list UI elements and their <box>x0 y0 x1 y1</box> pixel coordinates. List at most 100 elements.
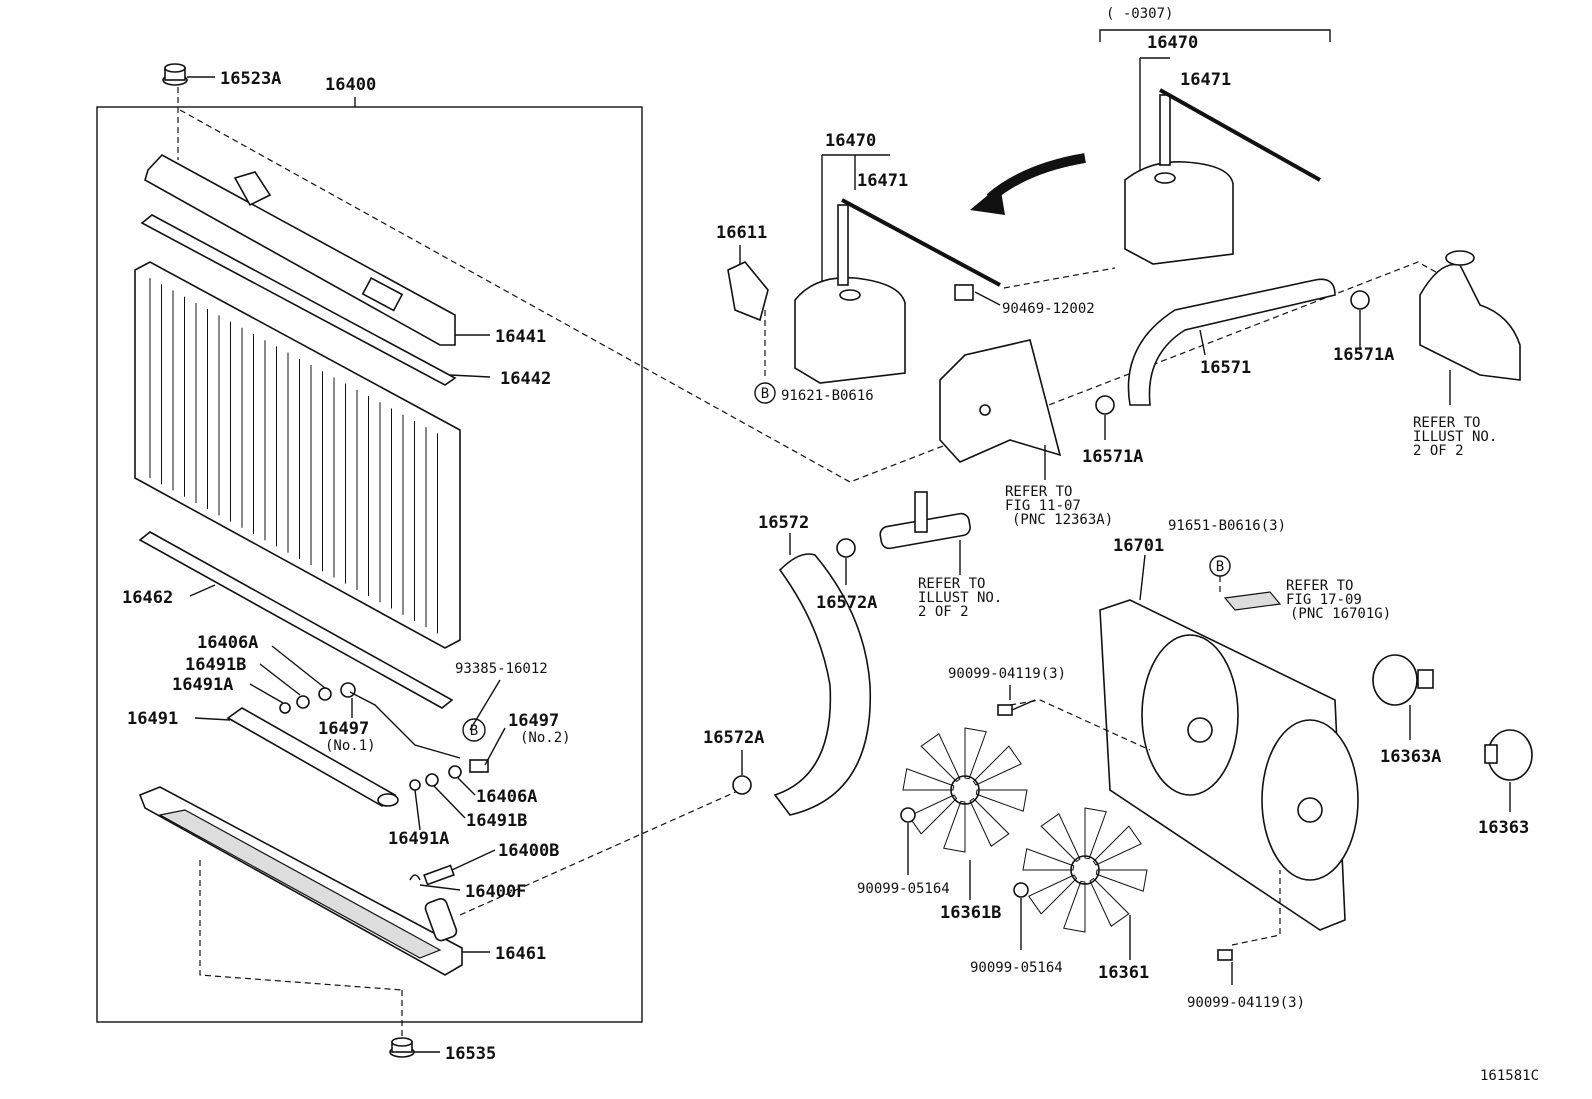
label-16363: 16363 <box>1478 818 1529 838</box>
washer-16491B-b[interactable] <box>425 773 439 787</box>
ref-illust-b: REFER TO ILLUST NO. 2 OF 2 <box>918 576 1002 620</box>
lower-gasket-16462[interactable] <box>138 531 454 709</box>
clip-90469[interactable] <box>954 284 974 301</box>
reservoir-16470-upper[interactable] <box>1124 94 1234 265</box>
reservoir-hose-16471-center[interactable] <box>841 198 1001 287</box>
label-16470-center: 16470 <box>825 131 876 151</box>
svg-text:REFER TO: REFER TO <box>1286 578 1353 594</box>
nut-16406A-b[interactable] <box>448 765 462 779</box>
clamp-16571A-a[interactable] <box>1095 395 1115 415</box>
clamp-16572A-b[interactable] <box>732 775 752 795</box>
label-91651: 91651-B0616(3) <box>1168 518 1286 534</box>
washer-16491A-a[interactable] <box>279 702 291 714</box>
washer-16491A-b[interactable] <box>409 779 421 791</box>
label-16571A-right: 16571A <box>1333 345 1394 365</box>
drain-plug-16400F[interactable] <box>409 874 421 881</box>
label-93385: 93385-16012 <box>455 661 548 677</box>
label-16400F: 16400F <box>465 882 526 902</box>
bracket-assembly[interactable] <box>939 339 1062 463</box>
fan-16361[interactable] <box>1022 807 1148 933</box>
nut-90099-05164-a[interactable] <box>900 807 916 823</box>
bracket-16611[interactable] <box>727 261 769 322</box>
fan-shroud-16701[interactable] <box>1099 599 1359 931</box>
fitting-16497-no2[interactable] <box>469 759 489 773</box>
label-90099-04119-bottom: 90099-04119(3) <box>1187 995 1305 1011</box>
label-16406A-a: 16406A <box>197 633 258 653</box>
label-16701: 16701 <box>1113 536 1164 556</box>
water-outlet-pipe[interactable] <box>879 491 971 550</box>
label-16497-no1: 16497 <box>318 719 369 739</box>
label-91621: 91621-B0616 <box>781 388 874 404</box>
water-inlet[interactable] <box>1419 250 1521 381</box>
drain-cock-16400B[interactable] <box>423 864 455 886</box>
fan-motor-16363[interactable] <box>1484 729 1533 781</box>
svg-text:B: B <box>761 386 769 402</box>
label-16491B-a: 16491B <box>185 655 246 675</box>
label-16400: 16400 <box>325 75 376 95</box>
svg-text:REFER TO: REFER TO <box>1005 484 1072 500</box>
figure-code: 161581C <box>1480 1068 1539 1084</box>
reservoir-16470-center[interactable] <box>794 204 906 384</box>
svg-text:B: B <box>1216 559 1224 575</box>
label-90099-04119-top: 90099-04119(3) <box>948 666 1066 682</box>
svg-text:B: B <box>470 723 478 739</box>
nut-16406A-a[interactable] <box>318 687 332 701</box>
ref-illust-a: REFER TO ILLUST NO. 2 OF 2 <box>1413 415 1497 459</box>
label-90099-05164-b: 90099-05164 <box>970 960 1063 976</box>
bolt-90099-04119-b[interactable] <box>1217 949 1233 961</box>
fan-motor-16363A[interactable] <box>1372 654 1434 706</box>
ref-fig-11-07: REFER TO FIG 11-07 (PNC 12363A) <box>1005 484 1113 528</box>
label-16361: 16361 <box>1098 963 1149 983</box>
upper-gasket-16442[interactable] <box>140 214 457 386</box>
label-16572A-top: 16572A <box>816 593 877 613</box>
label-16535: 16535 <box>445 1044 496 1064</box>
svg-text:2 OF 2: 2 OF 2 <box>1413 443 1464 459</box>
radiator-cap-16523A[interactable] <box>162 63 188 86</box>
label-16497-no2-note: (No.2) <box>520 730 571 746</box>
label-16441: 16441 <box>495 327 546 347</box>
label-16471-center: 16471 <box>857 171 908 191</box>
svg-text:2 OF 2: 2 OF 2 <box>918 604 969 620</box>
oil-cooler-16491[interactable] <box>226 707 399 807</box>
svg-text:FIG 17-09: FIG 17-09 <box>1286 592 1362 608</box>
label-90099-05164-a: 90099-05164 <box>857 881 950 897</box>
label-16571A-left: 16571A <box>1082 447 1143 467</box>
svg-text:ILLUST NO.: ILLUST NO. <box>918 590 1002 606</box>
fan-16361B[interactable] <box>902 727 1028 853</box>
label-16471-upper: 16471 <box>1180 70 1231 90</box>
label-16491A-a: 16491A <box>172 675 233 695</box>
clamp-16571A-b[interactable] <box>1350 290 1370 310</box>
label-16523A: 16523A <box>220 69 281 89</box>
label-16491: 16491 <box>127 709 178 729</box>
label-90469: 90469-12002 <box>1002 301 1095 317</box>
fitting-16497-no1[interactable] <box>340 682 461 759</box>
label-16363A: 16363A <box>1380 747 1441 767</box>
grommet-16535[interactable] <box>389 1037 415 1058</box>
radiator-core[interactable] <box>134 261 461 649</box>
washer-16491B-a[interactable] <box>296 695 310 709</box>
lower-tank-16461[interactable] <box>138 786 463 976</box>
svg-text:REFER TO: REFER TO <box>918 576 985 592</box>
label-16470-upper: 16470 <box>1147 33 1198 53</box>
radiator-assembly-frame <box>96 106 643 1023</box>
svg-text:ILLUST NO.: ILLUST NO. <box>1413 429 1497 445</box>
label-16497-no2: 16497 <box>508 711 559 731</box>
hose-16571[interactable] <box>1127 278 1336 406</box>
hose-16572[interactable] <box>773 553 872 816</box>
label-16491B-b: 16491B <box>466 811 527 831</box>
svg-text:(PNC 16701G): (PNC 16701G) <box>1290 606 1391 622</box>
callout-b-93385 <box>462 718 486 742</box>
clamp-16572A-a[interactable] <box>836 538 856 558</box>
label-16461: 16461 <box>495 944 546 964</box>
label-16497-no1-note: (No.1) <box>325 738 376 754</box>
label-16572A-bottom: 16572A <box>703 728 764 748</box>
label-16361B: 16361B <box>940 903 1001 923</box>
bolt-90099-04119-a[interactable] <box>997 704 1013 716</box>
label-16572: 16572 <box>758 513 809 533</box>
svg-text:REFER TO: REFER TO <box>1413 415 1480 431</box>
reservoir-hose-16471-upper[interactable] <box>1159 88 1321 182</box>
upper-tank-16441[interactable] <box>144 154 456 346</box>
nut-90099-05164-b[interactable] <box>1013 882 1029 898</box>
ref-fig-17-09: REFER TO FIG 17-09 (PNC 16701G) <box>1286 578 1391 622</box>
